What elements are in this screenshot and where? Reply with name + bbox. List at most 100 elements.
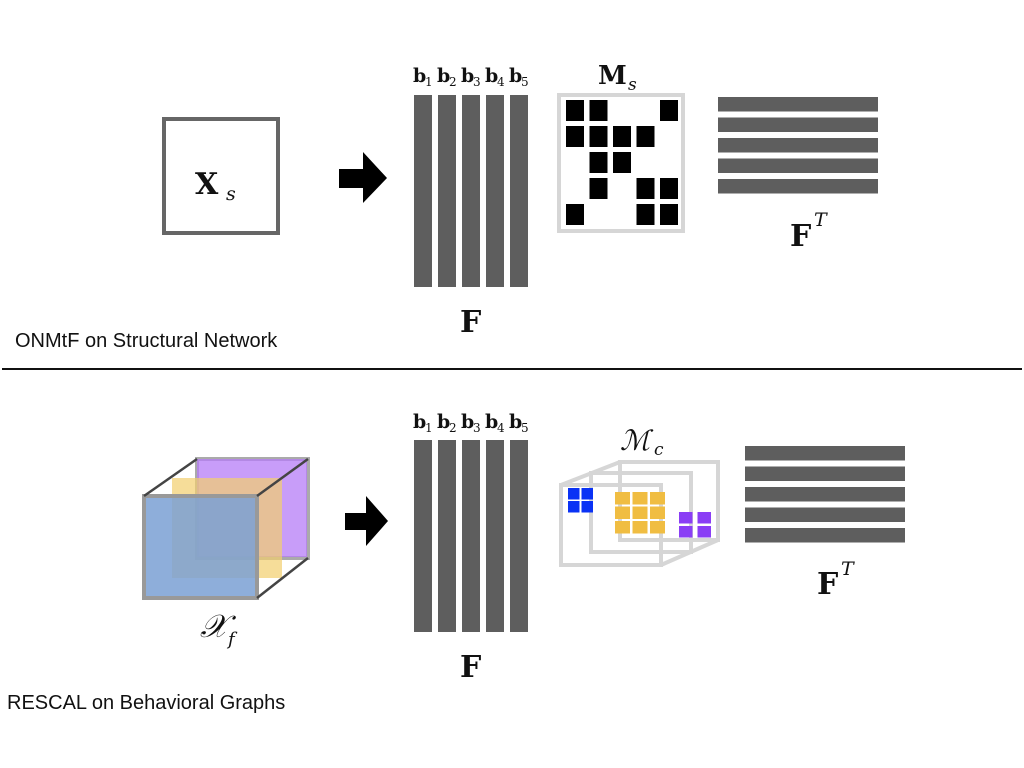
factor-column-label: b	[485, 65, 498, 87]
factor-column-label-subscript: 3	[473, 75, 481, 89]
factor-column-label-subscript: 4	[497, 421, 505, 435]
factor-column-label-subscript: 1	[425, 421, 433, 435]
input-tensor-subscript: f	[226, 629, 238, 650]
input-matrix-xs: X s	[162, 117, 280, 235]
core-tensor-block-cell	[632, 506, 648, 519]
transpose-matrix-ft	[745, 446, 905, 543]
core-tensor-block-cell	[615, 506, 630, 519]
core-matrix-cell	[660, 100, 678, 121]
factor-column-label: b	[461, 65, 474, 87]
input-matrix-subscript: s	[226, 183, 236, 205]
core-matrix-cell	[613, 152, 631, 173]
core-matrix-cell	[613, 126, 631, 147]
core-tensor-block-cell	[581, 501, 593, 513]
input-tensor-cube	[142, 457, 310, 600]
core-tensor-block-cell	[632, 492, 648, 505]
core-matrix-cell	[636, 178, 655, 199]
core-matrix-cell	[660, 178, 678, 199]
cube-edge	[143, 457, 198, 498]
factor-column-label-subscript: 5	[521, 75, 529, 89]
tensor-slice-blue	[145, 496, 256, 597]
core-tensor-block-cell	[697, 512, 711, 524]
factor-column-label: b	[485, 411, 498, 433]
transpose-row-bar	[718, 158, 878, 173]
cube-front-face	[142, 494, 259, 600]
transpose-row-bar	[745, 507, 905, 522]
input-matrix-frame	[162, 117, 280, 235]
factor-column-label: b	[437, 411, 450, 433]
cube-edge	[256, 457, 309, 498]
factor-column-label-subscript: 4	[497, 75, 505, 89]
factor-column-label: b	[413, 65, 426, 87]
core-tensor-block-cell	[679, 526, 693, 538]
core-tensor-block-cell	[650, 521, 665, 534]
transpose-matrix-symbol: F	[790, 219, 811, 254]
core-matrix-cell	[660, 204, 678, 225]
arrow-right-icon	[339, 152, 387, 203]
transpose-matrix-superscript: T	[814, 209, 828, 231]
cube-edge	[256, 557, 309, 599]
core-matrix-cell	[566, 126, 584, 147]
core-tensor-block-cell	[581, 488, 593, 500]
core-tensor-block-cell	[615, 492, 630, 505]
core-matrix-cell	[566, 100, 584, 121]
core-tensor-edge	[660, 538, 719, 567]
transpose-row-bar	[745, 528, 905, 543]
core-matrix-cell	[589, 178, 608, 199]
factor-column-label-subscript: 5	[521, 421, 529, 435]
core-matrix-cell	[566, 204, 584, 225]
factor-matrix-label: F	[460, 305, 481, 340]
core-tensor-subscript: c	[654, 440, 664, 460]
factor-column-bar	[414, 440, 432, 632]
factor-column-label-subscript: 3	[473, 421, 481, 435]
transpose-row-bar	[745, 487, 905, 502]
core-matrix-cell	[636, 204, 655, 225]
transpose-row-bar	[718, 117, 878, 132]
bottom-section-caption: RESCAL on Behavioral Graphs	[7, 692, 286, 714]
factor-column-label-subscript: 2	[449, 75, 457, 89]
core-matrix-cell	[636, 126, 655, 147]
factor-matrix-f	[414, 95, 528, 287]
arrow-right-icon	[345, 496, 388, 546]
factor-matrix-f	[414, 440, 528, 632]
top-section-caption: ONMtF on Structural Network	[15, 330, 278, 352]
factor-column-bar	[510, 440, 528, 632]
transpose-matrix-symbol: F	[817, 567, 838, 602]
core-tensor-block-cell	[568, 501, 580, 513]
factor-column-bar	[486, 440, 504, 632]
factor-column-label-subscript: 1	[425, 75, 433, 89]
factor-column-bar	[462, 95, 480, 287]
factor-column-label-subscript: 2	[449, 421, 457, 435]
core-tensor-edge	[560, 460, 621, 487]
factor-column-label: b	[509, 411, 522, 433]
core-matrix-grid	[566, 100, 678, 225]
transpose-row-bar	[745, 446, 905, 461]
core-matrix-cell	[589, 152, 608, 173]
transpose-row-bar	[718, 138, 878, 153]
factor-column-label: b	[437, 65, 450, 87]
factor-column-bar	[462, 440, 480, 632]
factor-column-bar	[486, 95, 504, 287]
core-matrix-cell	[589, 100, 608, 121]
core-tensor-block-cell	[697, 526, 711, 538]
transpose-matrix-ft	[718, 97, 878, 194]
factor-column-bar	[414, 95, 432, 287]
factor-column-label: b	[461, 411, 474, 433]
factor-column-label: b	[509, 65, 522, 87]
core-tensor-block-cell	[679, 512, 693, 524]
transpose-matrix-superscript: T	[841, 558, 855, 580]
factor-column-bar	[438, 95, 456, 287]
transpose-row-bar	[718, 179, 878, 194]
core-tensor-block-cell	[650, 492, 665, 505]
factor-column-label: b	[413, 411, 426, 433]
input-matrix-symbol: X	[195, 167, 219, 202]
core-tensor-block-cell	[615, 521, 630, 534]
core-tensor-blocks	[568, 488, 711, 538]
core-tensor-block-cell	[650, 506, 665, 519]
core-tensor-block-cell	[632, 521, 648, 534]
factor-column-bar	[438, 440, 456, 632]
